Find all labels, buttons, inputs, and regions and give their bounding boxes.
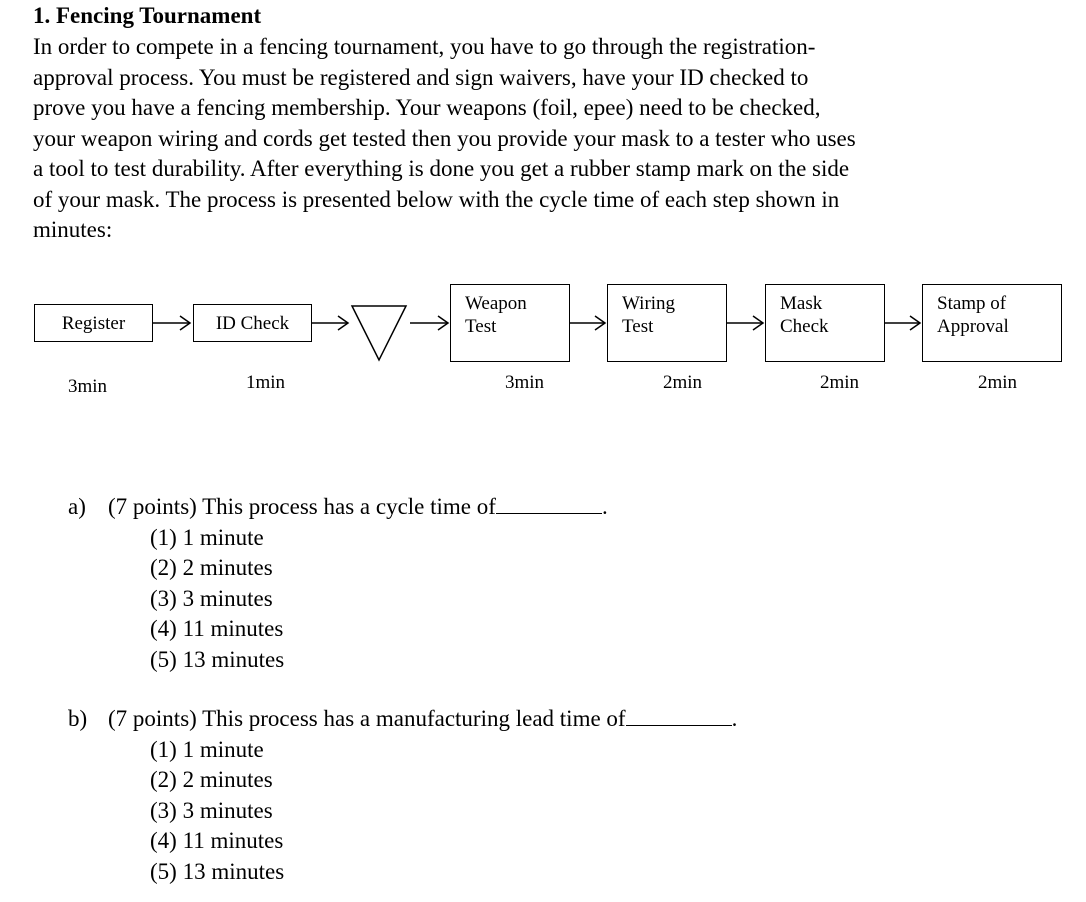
question-a: a) (7 points) This process has a cycle ti… <box>68 492 608 675</box>
step-wiring-test: Wiring Test <box>607 284 727 362</box>
step-label: Weapon <box>465 293 527 314</box>
question-label: a) <box>68 494 86 519</box>
answer-option: (2) 2 minutes <box>150 555 273 580</box>
step-register: Register <box>34 304 153 342</box>
step-stamp-of-approval: Stamp of Approval <box>922 284 1062 362</box>
step-label: Wiring <box>622 293 676 314</box>
step-label: ID Check <box>215 312 290 334</box>
problem-title: 1. Fencing Tournament <box>33 3 262 28</box>
process-flow-diagram: Register ID Check Weapon Test Wiring Tes… <box>0 270 1086 410</box>
step-label: Check <box>780 316 829 337</box>
arrow-icon <box>570 315 607 331</box>
answer-option: (4) 11 minutes <box>150 616 284 641</box>
flow-connectors <box>153 305 922 362</box>
answer-option: (5) 13 minutes <box>150 646 285 672</box>
step-time: 1min <box>246 372 286 393</box>
answer-blank <box>495 493 602 514</box>
question-text: (7 points) This process has a cycle time… <box>108 494 496 519</box>
answer-option: (4) 11 minutes <box>150 828 284 853</box>
inventory-triangle-icon <box>350 305 408 362</box>
step-label: Register <box>61 312 126 334</box>
intro-line: prove you have a fencing membership. You… <box>33 95 821 120</box>
problem-intro: In order to compete in a fencing tournam… <box>33 32 1033 246</box>
intro-line: of your mask. The process is presented b… <box>33 186 840 212</box>
answer-option: (2) 2 minutes <box>150 767 273 792</box>
question-label: b) <box>68 706 88 731</box>
step-weapon-test: Weapon Test <box>450 284 570 362</box>
intro-line: approval process. You must be registered… <box>33 64 809 90</box>
intro-line: minutes: <box>33 217 113 242</box>
arrow-icon <box>727 315 765 331</box>
intro-line: your weapon wiring and cords get tested … <box>33 125 856 151</box>
answer-options: (1) 1 minute (2) 2 minutes (3) 3 minutes… <box>150 523 608 676</box>
answer-blank <box>625 705 732 726</box>
step-label: Approval <box>937 316 1009 337</box>
answer-options: (1) 1 minute (2) 2 minutes (3) 3 minutes… <box>150 735 737 888</box>
question-stem: b) (7 points) This process has a manufact… <box>68 704 737 735</box>
question-b: b) (7 points) This process has a manufact… <box>68 704 737 887</box>
step-time: 2min <box>978 372 1018 393</box>
step-time: 2min <box>663 372 703 393</box>
step-label: Stamp of <box>937 293 1007 314</box>
answer-option: (3) 3 minutes <box>150 797 273 823</box>
answer-option: (1) 1 minute <box>150 736 264 762</box>
answer-option: (5) 13 minutes <box>150 858 285 884</box>
step-label: Test <box>465 316 497 337</box>
arrow-icon <box>312 315 350 331</box>
step-time: 2min <box>820 372 860 393</box>
step-time: 3min <box>505 372 545 393</box>
arrow-icon <box>153 315 192 331</box>
answer-option: (1) 1 minute <box>150 524 264 550</box>
question-text: (7 points) This process has a manufactur… <box>108 706 626 731</box>
step-id-check: ID Check <box>193 304 312 342</box>
question-stem: a) (7 points) This process has a cycle ti… <box>68 492 608 523</box>
answer-option: (3) 3 minutes <box>150 585 273 611</box>
intro-line: a tool to test durability. After everyth… <box>33 156 850 181</box>
step-mask-check: Mask Check <box>765 284 885 362</box>
arrow-icon <box>885 315 922 331</box>
intro-line: In order to compete in a fencing tournam… <box>33 34 816 59</box>
arrow-icon <box>410 315 450 331</box>
step-time: 3min <box>68 376 108 397</box>
step-label: Test <box>622 316 654 337</box>
step-label: Mask <box>780 293 823 314</box>
